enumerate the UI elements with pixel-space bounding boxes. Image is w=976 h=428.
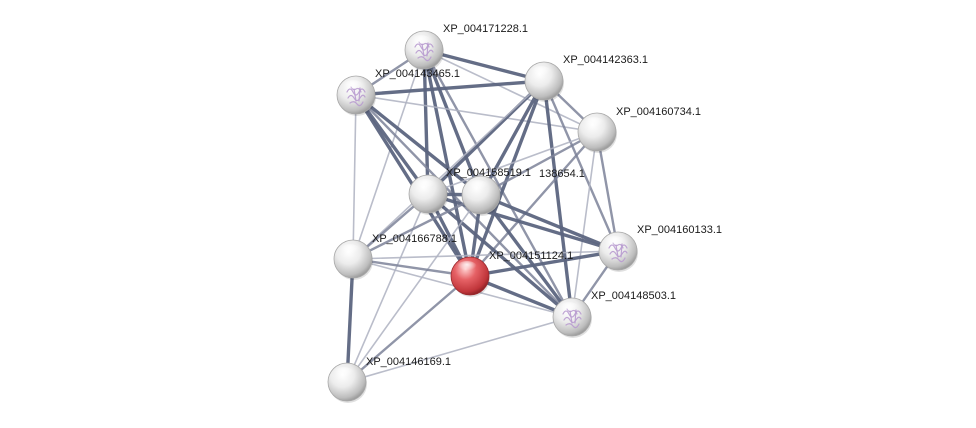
- node-label[interactable]: XP_004160133.1: [637, 224, 722, 236]
- node-XP_004171228.1[interactable]: [404, 30, 444, 71]
- edge-XP_004171228.1-XP_004148503.1[interactable]: [422, 48, 574, 319]
- node-XP_004158519.1[interactable]: [408, 174, 448, 215]
- node-label[interactable]: XP_004146169.1: [366, 356, 451, 368]
- node-highlight: [457, 261, 477, 273]
- edge-XP_004142363.1-XP_004148503.1[interactable]: [542, 79, 574, 319]
- structure-icon-strand: [611, 257, 626, 263]
- edge-XP_004160734.1-XP_004151124.1[interactable]: [468, 130, 599, 278]
- node-label[interactable]: XP_004171228.1: [443, 23, 528, 35]
- node-label[interactable]: XP_004158519.1: [446, 167, 531, 179]
- edge-XP_004151124.1-XP_004146169.1[interactable]: [345, 274, 472, 384]
- edge-XP_004166788.1-XP_004146169.1[interactable]: [345, 257, 355, 384]
- node-highlight: [468, 180, 488, 192]
- edge-XP_004138654.1-XP_004148503.1[interactable]: [479, 193, 574, 319]
- edge-XP_004160734.1-XP_004158519.1[interactable]: [427, 131, 598, 195]
- edge-XP_004151124.1-XP_004160133.1[interactable]: [468, 249, 620, 278]
- node-label[interactable]: XP_004143465.1: [375, 68, 460, 80]
- node-label[interactable]: XP_004142363.1: [563, 54, 648, 66]
- structure-icon-strand: [417, 56, 432, 62]
- node-XP_004142363.1[interactable]: [524, 61, 564, 102]
- edge-XP_004158519.1-XP_004146169.1[interactable]: [346, 193, 429, 383]
- edge-XP_004158519.1-XP_004148503.1[interactable]: [426, 192, 574, 319]
- structure-icon-strand: [347, 94, 366, 102]
- edge-XP_004166788.1-XP_004151124.1[interactable]: [351, 257, 472, 278]
- edge-XP_004160734.1-XP_004138654.1[interactable]: [479, 130, 599, 197]
- edge-XP_004160734.1-XP_004160133.1[interactable]: [595, 130, 620, 253]
- node-highlight: [340, 244, 360, 256]
- structure-icon-strand: [609, 250, 628, 258]
- node-highlight: [559, 302, 579, 314]
- edge-XP_004143465.1-XP_004160734.1[interactable]: [355, 94, 598, 133]
- edge-XP_004138654.1-XP_004166788.1[interactable]: [351, 193, 483, 261]
- node-highlight: [605, 236, 625, 248]
- node-XP_004160133.1[interactable]: [598, 231, 638, 272]
- node-highlight: [415, 179, 435, 191]
- edge-XP_004142363.1-XP_004166788.1[interactable]: [352, 80, 545, 260]
- node-XP_004146169.1[interactable]: [327, 362, 367, 403]
- node-XP_004148503.1[interactable]: [552, 297, 592, 338]
- edge-XP_004158519.1-XP_004160133.1[interactable]: [426, 192, 620, 253]
- edge-XP_004142363.1-XP_004151124.1[interactable]: [468, 79, 546, 278]
- structure-icon-strand: [415, 49, 434, 57]
- edge-XP_004143465.1-XP_004166788.1[interactable]: [352, 94, 357, 260]
- edge-XP_004138654.1-XP_004160133.1[interactable]: [479, 193, 620, 253]
- node-highlight: [411, 35, 431, 47]
- node-label[interactable]: 138654.1: [539, 168, 585, 180]
- edge-XP_004166788.1-XP_004160133.1[interactable]: [352, 250, 619, 260]
- node-highlight: [584, 117, 604, 129]
- nodes-layer: [327, 30, 638, 403]
- structure-icon-strand: [349, 101, 364, 107]
- edge-XP_004138654.1-XP_004146169.1[interactable]: [346, 194, 482, 383]
- labels-layer: XP_004171228.1XP_004143465.1 XP_004142363…: [366, 23, 722, 368]
- edges-layer: [345, 48, 620, 384]
- node-XP_004138654.1[interactable]: [461, 175, 501, 216]
- node-label[interactable]: XP_004151124.1: [489, 250, 573, 262]
- edge-XP_004160734.1-XP_004148503.1[interactable]: [571, 131, 598, 318]
- edge-XP_004142363.1-XP_004138654.1[interactable]: [479, 79, 546, 197]
- structure-icon-strand: [565, 323, 580, 329]
- node-XP_004160734.1[interactable]: [577, 112, 617, 153]
- edge-XP_004148503.1-XP_004146169.1[interactable]: [346, 316, 573, 383]
- edge-XP_004171228.1-XP_004160734.1[interactable]: [423, 49, 598, 133]
- edge-XP_004171228.1-XP_004142363.1[interactable]: [422, 48, 546, 83]
- node-label[interactable]: XP_004166788.1: [372, 233, 457, 245]
- node-highlight: [531, 66, 551, 78]
- node-XP_004166788.1[interactable]: [333, 239, 373, 280]
- edge-XP_004171228.1-XP_004138654.1[interactable]: [422, 48, 483, 197]
- structure-icon-strand: [563, 316, 582, 324]
- node-XP_004143465.1[interactable]: [336, 75, 376, 116]
- edge-XP_004143465.1-XP_004142363.1[interactable]: [354, 79, 546, 97]
- edge-XP_004171228.1-XP_004166788.1[interactable]: [352, 49, 425, 260]
- edge-XP_004143465.1-XP_004138654.1[interactable]: [354, 93, 483, 197]
- node-label[interactable]: XP_004148503.1: [591, 290, 676, 302]
- node-highlight: [343, 80, 363, 92]
- edge-XP_004142363.1-XP_004160133.1[interactable]: [542, 79, 620, 253]
- node-XP_004151124.1[interactable]: [450, 256, 490, 297]
- node-label[interactable]: XP_004160734.1: [616, 106, 701, 118]
- node-highlight: [334, 367, 354, 379]
